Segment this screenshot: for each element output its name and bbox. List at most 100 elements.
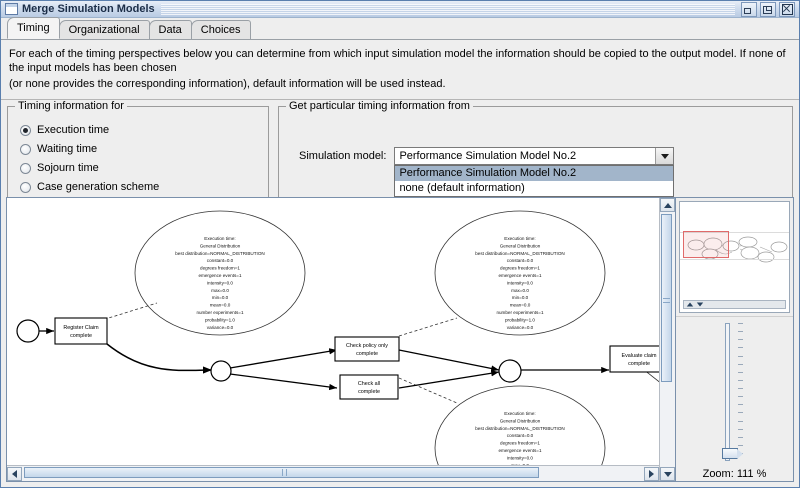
radio-case-generation-scheme[interactable]: Case generation scheme [20, 178, 268, 196]
timing-source-group: Get particular timing information from S… [278, 100, 793, 202]
tab-data[interactable]: Data [148, 20, 192, 39]
annotation-line: number experiments=1 [196, 310, 244, 315]
annotation-line: degrees freedom=1 [500, 441, 540, 446]
graph-node-split [210, 360, 232, 382]
title-bar-texture [160, 3, 735, 15]
timing-group-legend: Timing information for [15, 100, 127, 112]
timing-information-group: Timing information for Execution time Wa… [7, 100, 269, 202]
scroll-right-button[interactable] [644, 466, 659, 481]
close-button[interactable] [779, 1, 795, 17]
radio-case-generation-scheme-label: Case generation scheme [37, 181, 160, 193]
annotation-line: Execution time: [204, 236, 235, 241]
zoom-slider-tick [737, 371, 743, 373]
dropdown-option-performance-model[interactable]: Performance Simulation Model No.2 [395, 166, 674, 181]
zoom-slider-tick [737, 428, 743, 430]
zoom-slider-container: Zoom: 111 % [676, 316, 793, 481]
minimap-container [676, 198, 793, 316]
minimap-viewport-rect[interactable] [683, 231, 729, 258]
svg-text:complete: complete [628, 361, 650, 367]
dropdown-option-none[interactable]: none (default information) [399, 182, 525, 194]
annotation-line: variance=0.0 [207, 325, 234, 330]
annotation-line: best distribution=NORMAL_DISTRIBUTION [475, 251, 564, 256]
description-line-2: (or none provides the corresponding info… [9, 78, 446, 90]
annotation-line: mean=0.0 [210, 303, 231, 308]
annotation-line: intensity=0.0 [507, 455, 533, 460]
graph-node-start [16, 319, 40, 343]
simulation-model-combobox[interactable]: Performance Simulation Model No.2 Perfor… [394, 147, 675, 197]
annotation-line: min=0.0 [212, 295, 229, 300]
radio-waiting-time-indicator[interactable] [20, 143, 31, 155]
description-line-1: For each of the timing perspectives belo… [9, 48, 786, 74]
radio-waiting-time[interactable]: Waiting time [20, 140, 268, 158]
minimap[interactable] [679, 201, 790, 313]
simulation-model-dropdown-list[interactable]: Performance Simulation Model No.2 none (… [394, 165, 675, 197]
annotation-line: constant=0.0 [507, 258, 534, 263]
simulation-model-label: Simulation model: [299, 150, 387, 162]
svg-text:Evaluate claim: Evaluate claim [621, 353, 657, 359]
window-title: Merge Simulation Models [22, 3, 155, 15]
annotation-line: General Distribution [500, 243, 541, 248]
annotation-line: General Distribution [500, 418, 541, 423]
zoom-slider-tick [737, 412, 743, 414]
horizontal-scroll-thumb[interactable] [24, 467, 539, 478]
scroll-down-button[interactable] [660, 467, 675, 481]
radio-execution-time-indicator[interactable] [20, 124, 31, 136]
title-bar: Merge Simulation Models [1, 1, 799, 18]
minimap-graph [687, 236, 788, 263]
radio-sojourn-time-indicator[interactable] [20, 162, 31, 174]
scroll-left-button[interactable] [7, 466, 22, 481]
zoom-slider-tick [737, 379, 743, 381]
minimap-scrollbar[interactable] [683, 300, 786, 309]
zoom-slider-thumb[interactable] [721, 448, 743, 459]
tab-choices[interactable]: Choices [190, 20, 251, 39]
annotation-line: max=0.0 [211, 288, 229, 293]
vertical-scrollbar[interactable] [659, 198, 675, 481]
radio-execution-time-label: Execution time [37, 124, 110, 136]
svg-text:Check all: Check all [358, 381, 380, 387]
zoom-slider-tick [737, 444, 743, 446]
zoom-slider-tick [737, 396, 743, 398]
window-icon [5, 3, 18, 15]
tab-organizational[interactable]: Organizational [58, 20, 150, 39]
zoom-slider-track[interactable] [724, 323, 730, 461]
window-controls [741, 1, 797, 17]
simulation-model-combobox-field[interactable]: Performance Simulation Model No.2 [394, 147, 675, 165]
zoom-slider-tick [737, 347, 743, 349]
annotation-line: intensity=0.0 [507, 280, 533, 285]
maximize-button[interactable] [760, 1, 776, 17]
annotation-line: number experiments=1 [496, 310, 544, 315]
annotation-text-1: Execution time:General Distributionbest … [175, 236, 264, 330]
zoom-slider-ticks [737, 323, 744, 461]
tab-timing[interactable]: Timing [7, 17, 60, 39]
svg-text:Check policy only: Check policy only [346, 343, 388, 349]
minimize-button[interactable] [741, 1, 757, 17]
annotation-line: min=0.0 [512, 295, 529, 300]
radio-waiting-time-label: Waiting time [37, 143, 98, 155]
graph-node-join [498, 359, 522, 383]
vertical-scroll-thumb[interactable] [661, 214, 672, 382]
radio-execution-time[interactable]: Execution time [20, 121, 268, 139]
settings-row: Timing information for Execution time Wa… [1, 100, 799, 206]
zoom-slider-tick [737, 363, 743, 365]
annotation-line: probability=1.0 [205, 317, 235, 322]
annotation-line: Execution time: [504, 411, 535, 416]
diagram-canvas-wrapper: Register Claim complete Check policy onl… [7, 198, 659, 481]
svg-text:complete: complete [356, 351, 378, 357]
chevron-down-icon[interactable] [655, 148, 674, 164]
diagram-canvas[interactable]: Register Claim complete Check policy onl… [7, 198, 659, 481]
horizontal-scrollbar[interactable] [7, 465, 659, 481]
svg-text:complete: complete [70, 333, 92, 339]
annotation-line: emergence events=1 [498, 448, 541, 453]
zoom-slider-tick [737, 331, 743, 333]
annotation-line: degrees freedom=1 [200, 266, 240, 271]
scroll-up-button[interactable] [660, 198, 675, 212]
minimap-band [680, 232, 789, 260]
vertical-scroll-track[interactable] [660, 212, 675, 467]
radio-case-generation-scheme-indicator[interactable] [20, 181, 31, 193]
annotation-line: mean=0.0 [510, 303, 531, 308]
annotation-line: best distribution=NORMAL_DISTRIBUTION [175, 251, 264, 256]
zoom-slider-tick [737, 355, 743, 357]
horizontal-scroll-track[interactable] [22, 466, 644, 481]
radio-sojourn-time[interactable]: Sojourn time [20, 159, 268, 177]
process-graph: Register Claim complete Check policy onl… [16, 210, 659, 473]
